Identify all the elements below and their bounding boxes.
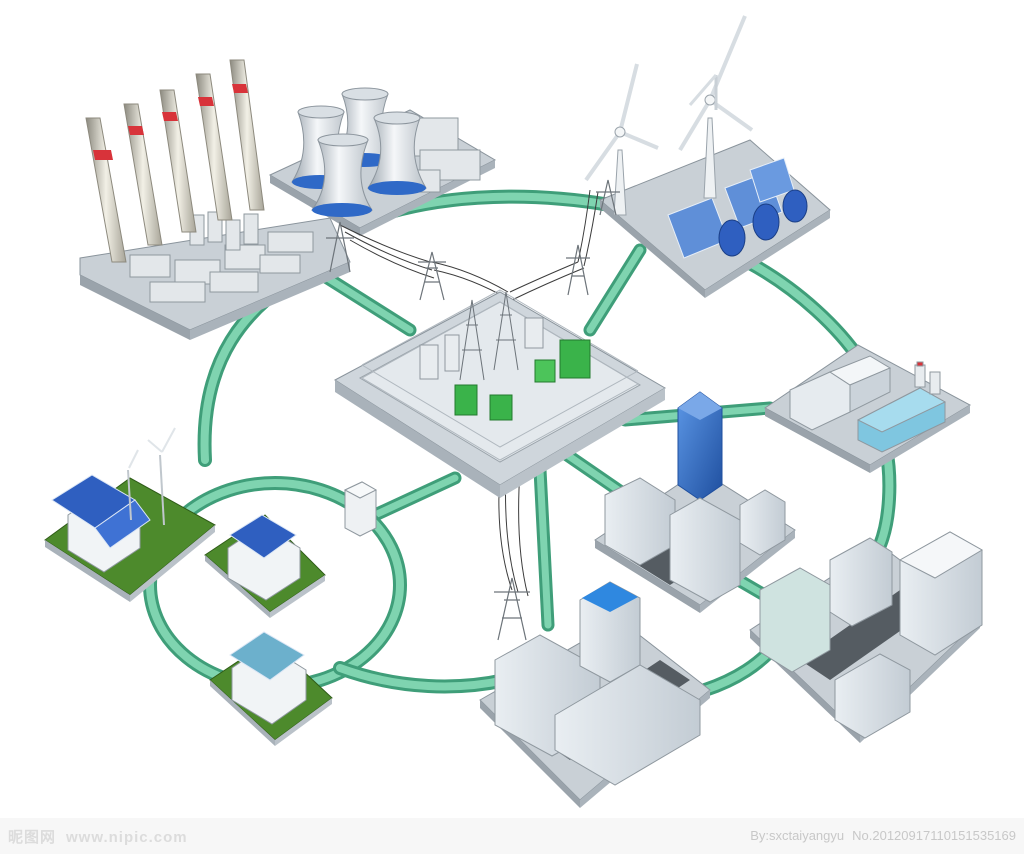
city-block-bottom	[479, 581, 711, 808]
house-solar-wind	[44, 427, 216, 602]
industrial-park	[764, 344, 972, 473]
watermark-brand: 昵图网	[8, 828, 57, 846]
watermark-author: By:sxctaiyangyu	[750, 828, 845, 843]
central-substation	[334, 289, 666, 498]
renewable-plant	[584, 15, 831, 298]
industrial-buildings	[789, 355, 947, 453]
cooling-tower-plant	[268, 87, 497, 236]
city-block-center	[594, 391, 796, 613]
house-small-2	[209, 631, 333, 746]
residential-area	[44, 427, 378, 746]
cooling-towers	[291, 87, 427, 217]
dish-collectors	[718, 189, 808, 257]
watermark-site: www.nipic.com	[66, 829, 188, 846]
city-block-right	[749, 531, 983, 743]
substation-equipment	[419, 291, 591, 421]
watermark-right: By:sxctaiyangyu No.20120917110151535169	[750, 828, 1016, 843]
substation-fence	[361, 289, 639, 461]
chimneys	[85, 59, 265, 263]
transmission-towers	[326, 179, 620, 641]
watermark-bar	[0, 818, 1024, 854]
watermark-number: No.20120917110151535169	[852, 828, 1016, 843]
smart-meter-box	[343, 481, 378, 537]
thermal-power-plant	[79, 59, 351, 340]
watermark-left: 昵图网 www.nipic.com	[8, 826, 188, 847]
house-small-1	[204, 514, 326, 618]
wind-turbines	[584, 15, 754, 216]
grid-ring-residential	[143, 476, 512, 694]
